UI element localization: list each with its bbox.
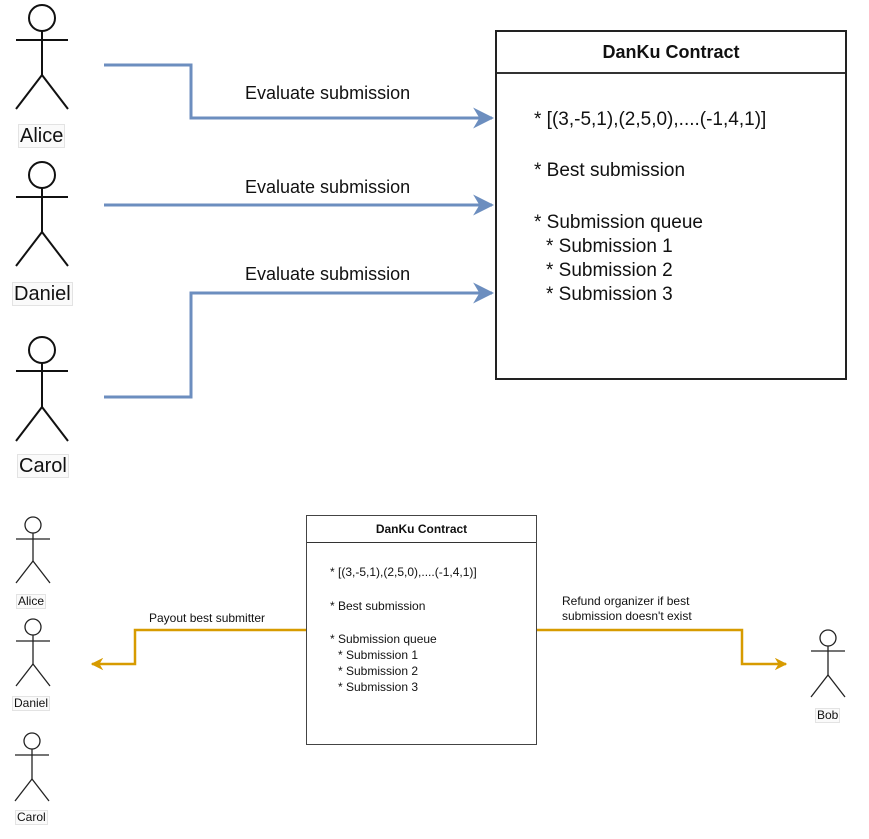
edge-label-refund-line2: submission doesn't exist bbox=[562, 609, 692, 623]
contract-line-best-small: * Best submission bbox=[330, 599, 426, 613]
edge-contract-to-bob bbox=[536, 628, 788, 671]
contract-line-queue-small: * Submission queue bbox=[330, 632, 437, 646]
edge-label-refund-line1: Refund organizer if best bbox=[562, 594, 690, 608]
edge-label-refund: Refund organizer if best submission does… bbox=[562, 594, 692, 624]
actor-label-alice: Alice bbox=[18, 124, 66, 148]
contract-box-top: DanKu Contract * [(3,-5,1),(2,5,0),....(… bbox=[495, 30, 847, 380]
contract-line-sub2: * Submission 2 bbox=[546, 260, 673, 281]
contract-title-bottom: DanKu Contract bbox=[307, 516, 536, 543]
contract-line-best: * Best submission bbox=[534, 160, 686, 181]
actor-carol-small-icon bbox=[14, 732, 50, 802]
contract-line-sub2-small: * Submission 2 bbox=[338, 664, 419, 678]
edge-label-payout: Payout best submitter bbox=[149, 611, 266, 625]
edge-label-carol: Evaluate submission bbox=[245, 264, 411, 284]
contract-line-data: * [(3,-5,1),(2,5,0),....(-1,4,1)] bbox=[534, 109, 767, 130]
edge-alice-to-contract bbox=[104, 63, 495, 129]
edge-label-daniel: Evaluate submission bbox=[245, 177, 411, 197]
actor-label-alice-small: Alice bbox=[16, 594, 47, 610]
actor-carol-icon bbox=[15, 336, 69, 442]
contract-title-top: DanKu Contract bbox=[497, 32, 845, 74]
actor-label-carol: Carol bbox=[17, 454, 69, 478]
actor-label-bob: Bob bbox=[815, 708, 841, 724]
contract-box-bottom: DanKu Contract * [(3,-5,1),(2,5,0),....(… bbox=[306, 515, 537, 745]
actor-daniel-icon bbox=[15, 161, 69, 267]
actor-label-carol-small: Carol bbox=[15, 810, 48, 826]
contract-line-sub1: * Submission 1 bbox=[546, 236, 673, 257]
contract-line-sub3: * Submission 3 bbox=[546, 284, 673, 305]
edge-carol-to-contract bbox=[104, 282, 495, 399]
contract-line-sub3-small: * Submission 3 bbox=[338, 680, 419, 694]
contract-line-sub1-small: * Submission 1 bbox=[338, 648, 419, 662]
actor-alice-icon bbox=[15, 4, 69, 110]
edge-label-alice: Evaluate submission bbox=[245, 83, 411, 103]
actor-label-daniel: Daniel bbox=[12, 282, 73, 306]
edge-contract-to-submitters bbox=[90, 628, 306, 671]
contract-line-queue: * Submission queue bbox=[534, 212, 703, 233]
actor-daniel-small-icon bbox=[15, 618, 51, 687]
contract-line-data-small: * [(3,-5,1),(2,5,0),....(-1,4,1)] bbox=[330, 565, 477, 579]
actor-label-daniel-small: Daniel bbox=[12, 696, 51, 712]
actor-bob-icon bbox=[810, 629, 846, 698]
actor-alice-small-icon bbox=[15, 516, 51, 584]
